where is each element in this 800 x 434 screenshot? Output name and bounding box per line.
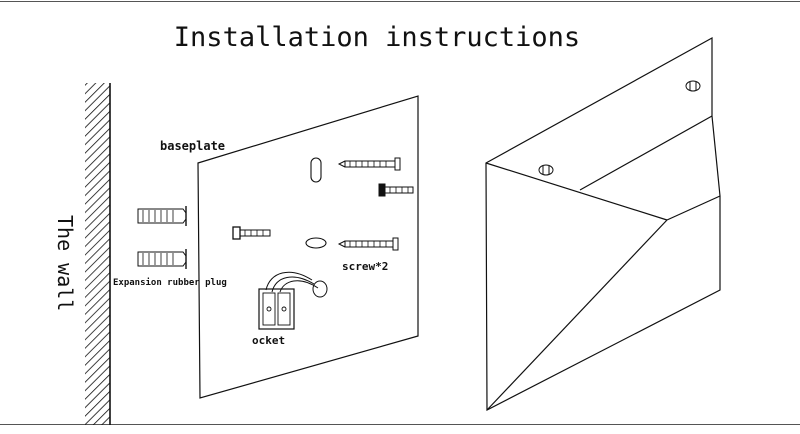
plug-label: Expansion rubber plug [113,277,227,288]
screw-icon [378,183,414,197]
wall [85,83,111,425]
wall-label: The wall [53,215,77,311]
fixing-screw-icon [538,164,554,176]
baseplate-label: baseplate [160,139,225,153]
mounting-hole-icon [305,237,327,249]
installed-fixture [485,36,721,411]
plug-icon [137,206,187,226]
mounting-slot-icon [310,157,322,183]
screw-icon [337,157,401,171]
fixing-screw-icon [685,80,701,92]
plug-icon [137,249,187,269]
top-border [0,1,800,2]
screw-icon [337,237,399,251]
baseplate [197,95,419,399]
page-title: Installation instructions [173,22,581,53]
socket-label: ocket [252,334,285,347]
screw-label: screw*2 [342,260,388,273]
screw-icon [232,226,271,240]
socket-icon [258,271,328,330]
bottom-border [0,424,800,425]
